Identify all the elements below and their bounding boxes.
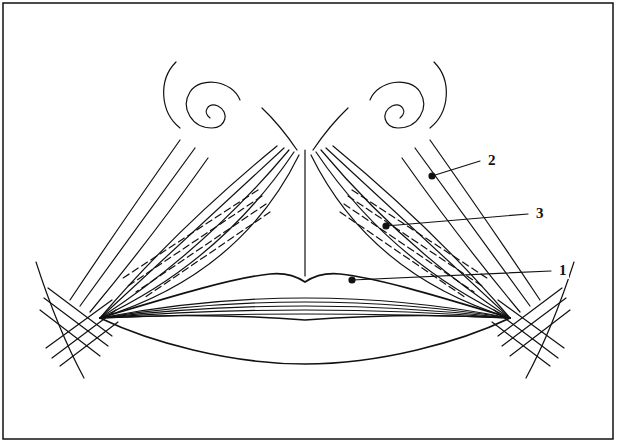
- levator-muscle: [70, 140, 540, 312]
- callout-number: 2: [486, 152, 498, 169]
- callout-number: 1: [557, 262, 569, 279]
- modiolus-crosshatch: [36, 262, 574, 378]
- nose: [164, 62, 447, 150]
- leader-lines: [349, 161, 551, 283]
- frame: [3, 3, 613, 439]
- callout-number: 3: [534, 205, 546, 222]
- nasal-fan-muscle: [100, 146, 510, 318]
- orbicularis-oris: [100, 274, 510, 364]
